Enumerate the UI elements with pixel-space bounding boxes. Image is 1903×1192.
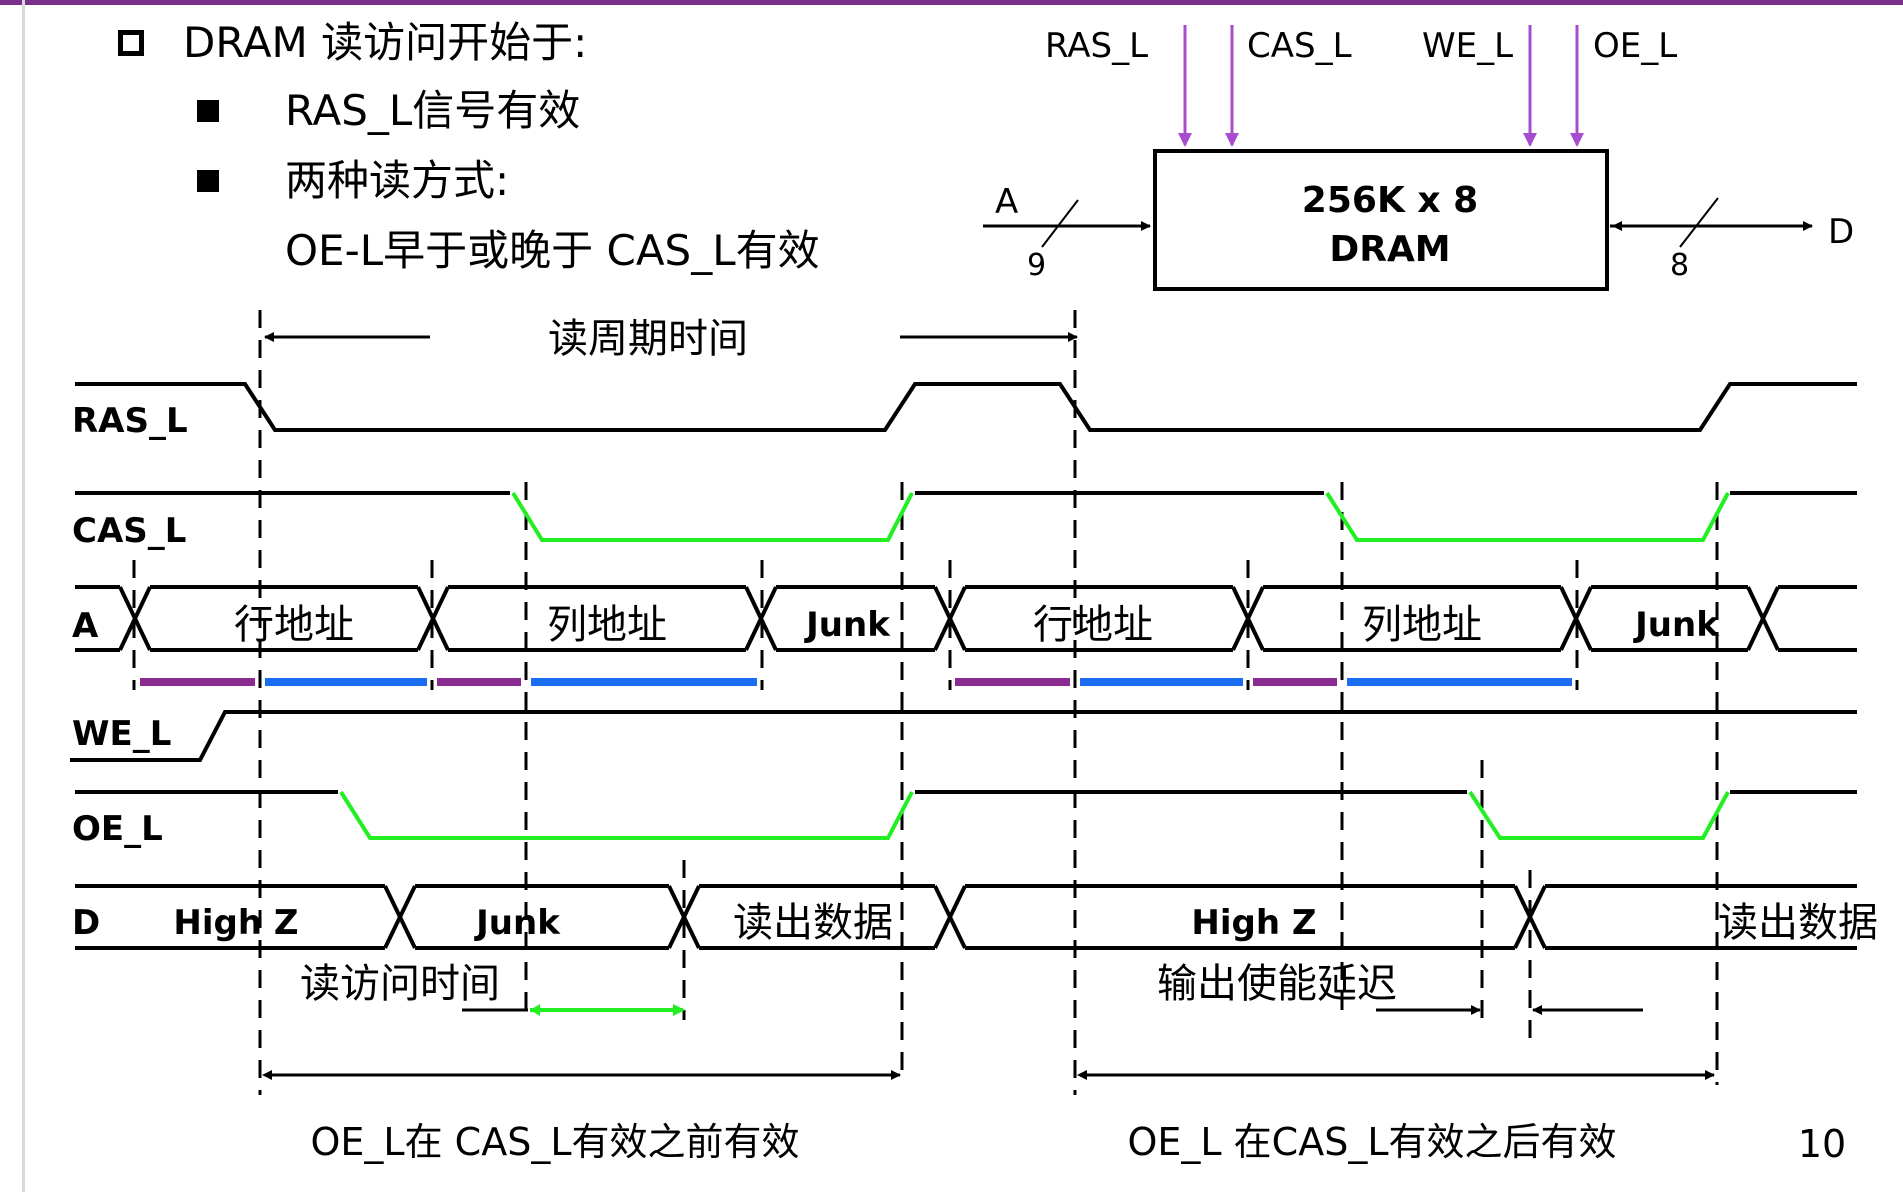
data-label: D — [1828, 212, 1854, 252]
dram-title-1: 256K x 8 — [1302, 180, 1478, 221]
addr-width: 9 — [1027, 248, 1046, 283]
sig-label-d: D — [72, 903, 100, 943]
input-label-ras: RAS_L — [1045, 26, 1148, 66]
input-label-we: WE_L — [1422, 26, 1513, 66]
access-time-label: 读访问时间 — [300, 961, 500, 1007]
dram-title-2: DRAM — [1329, 229, 1450, 270]
oe-delay-label: 输出使能延迟 — [1157, 961, 1397, 1007]
a-value-row-2: 行地址 — [1033, 602, 1153, 648]
sig-label-oe: OE_L — [72, 809, 163, 849]
d-value-highz-2: High Z — [1191, 903, 1316, 943]
bullet-main: DRAM 读访问开始于: — [183, 18, 588, 67]
a-value-col-1: 列地址 — [547, 602, 667, 648]
oe-waveform — [75, 790, 1857, 840]
bullet-sub-2: 两种读方式: — [285, 156, 510, 205]
read-cycle-time: 读周期时间 — [264, 316, 1078, 362]
bullet-sub-1: RAS_L信号有效 — [285, 86, 581, 135]
signal-labels: RAS_L CAS_L A WE_L OE_L D — [72, 401, 188, 943]
square-bullet-icon — [197, 170, 219, 192]
dram-block: 256K x 8 DRAM — [1153, 149, 1609, 291]
data-bus: 8 D — [1610, 197, 1854, 283]
address-values: 行地址 列地址 Junk 行地址 列地址 Junk — [234, 602, 1720, 648]
a-value-junk-1: Junk — [804, 605, 891, 645]
caption-right: OE_L 在CAS_L有效之后有效 — [1128, 1120, 1617, 1164]
address-bus: A 9 — [983, 182, 1151, 283]
d-value-junk: Junk — [474, 903, 561, 943]
d-value-read-2: 读出数据 — [1718, 900, 1878, 946]
input-label-oe: OE_L — [1593, 26, 1677, 66]
output-enable-delay: 输出使能延迟 — [1157, 961, 1643, 1015]
data-width: 8 — [1670, 248, 1689, 283]
page-number: 10 — [1798, 1122, 1846, 1166]
sig-label-ras: RAS_L — [72, 401, 188, 441]
span-arrows — [262, 1070, 1715, 1080]
a-value-junk-2: Junk — [1633, 605, 1720, 645]
data-values: High Z Junk 读出数据 High Z 读出数据 — [173, 900, 1878, 946]
d-value-read-1: 读出数据 — [733, 900, 893, 946]
top-accent-bar — [0, 0, 1903, 5]
ras-waveform — [75, 382, 1857, 432]
address-waveform — [75, 585, 1857, 652]
caption-left: OE_L在 CAS_L有效之前有效 — [311, 1120, 800, 1164]
a-value-col-2: 列地址 — [1362, 602, 1482, 648]
sig-label-we: WE_L — [72, 714, 171, 754]
sig-label-cas: CAS_L — [72, 511, 186, 551]
access-time: 读访问时间 — [300, 961, 685, 1016]
we-waveform — [70, 710, 1857, 762]
bullet-sub-2-detail: OE-L早于或晚于 CAS_L有效 — [285, 226, 820, 275]
d-value-highz-1: High Z — [173, 903, 298, 943]
square-bullet-icon — [197, 100, 219, 122]
sig-label-a: A — [72, 606, 99, 646]
a-value-row-1: 行地址 — [234, 602, 354, 648]
left-margin-line — [22, 0, 25, 1192]
cycle-label: 读周期时间 — [548, 316, 748, 362]
input-label-cas: CAS_L — [1247, 26, 1352, 66]
hollow-square-bullet-icon — [118, 30, 144, 56]
data-waveform — [75, 884, 1857, 950]
cas-waveform — [75, 491, 1857, 542]
addr-label: A — [995, 182, 1018, 222]
control-inputs: RAS_L CAS_L WE_L OE_L — [1045, 25, 1677, 147]
